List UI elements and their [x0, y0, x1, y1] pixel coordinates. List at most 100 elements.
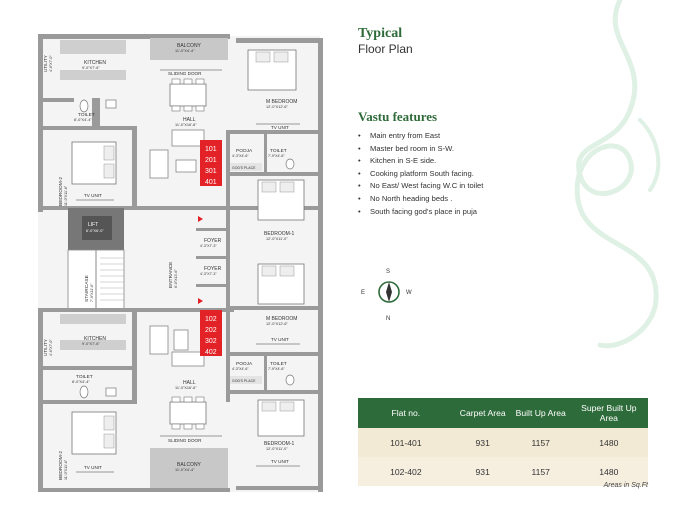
col-flat-no: Flat no. — [358, 398, 454, 428]
utility-dim-top: 4'-6"X7'-0" — [49, 55, 53, 72]
areas-note: Areas in Sq.Ft — [603, 482, 648, 489]
unit-102: 102 — [205, 316, 217, 323]
bed-bedroom1-bottom — [257, 399, 305, 437]
compass-w: W — [406, 290, 412, 296]
tv-unit-label-top-2: TV UNIT — [271, 125, 289, 130]
bedroom2-dim-bottom: 11'-0"X11'-6" — [64, 459, 68, 480]
staircase-label: STAIRCASE — [84, 275, 90, 302]
balcony-top-floor — [150, 38, 228, 60]
bedroom2-label-bottom: BEDROOM-2 — [58, 451, 64, 480]
pooja-dim-top: 4'-3"X4'-6" — [232, 154, 249, 158]
tv-unit-label-bottom-1: TV UNIT — [271, 337, 289, 342]
foyer2-label: FOYER — [204, 266, 222, 272]
gods-place-label-top: GOD'S PLACE — [232, 166, 256, 170]
kitchen-counter-bottom-2 — [60, 314, 126, 324]
unit-302: 302 — [205, 338, 217, 345]
entrance-dim: 6'-0"X13'-6" — [174, 269, 178, 288]
kitchen-dim-top: 9'-0"X7'-6" — [82, 66, 100, 70]
table-cell: 1480 — [569, 428, 648, 457]
lift-label: LIFT — [88, 222, 98, 228]
foyer1-dim: 4'-3"X7'-3" — [200, 244, 217, 248]
toilet-wc-top — [79, 99, 89, 113]
unit-numbers-bottom: 102 202 302 402 — [200, 310, 222, 356]
mbedroom-dim-bottom: 12'-0"X12'-6" — [266, 322, 289, 326]
bedroom2-dim-top: 11'-0"X11'-6" — [64, 185, 68, 206]
bedroom1-dim-top: 12'-0"X11'-0" — [266, 237, 288, 241]
unit-101: 101 — [205, 146, 217, 153]
bedroom1-label-bottom: BEDROOM-1 — [264, 441, 295, 447]
kitchen-counter-top-2 — [60, 70, 126, 80]
gods-place-top-box — [230, 163, 262, 171]
bed-mbedroom-top — [247, 49, 297, 91]
tv-unit-label-bottom-3: TV UNIT — [271, 459, 289, 464]
foyer1-label: FOYER — [204, 238, 222, 244]
hall-label-top: HALL — [183, 117, 196, 123]
bedroom1-dim-bottom: 12'-0"X11'-0" — [266, 447, 288, 451]
entry-arrow-icon-bottom — [198, 298, 203, 304]
toilet2-label-bottom: TOILET — [270, 361, 287, 367]
area-table: Flat no. Carpet Area Built Up Area Super… — [358, 398, 648, 486]
unit-201: 201 — [205, 157, 217, 164]
col-super-built-up-area: Super Built Up Area — [569, 398, 648, 428]
kitchen-counter-top — [60, 40, 126, 54]
page-subtitle: Floor Plan — [358, 42, 413, 56]
utility-dim-bottom: 4'-6"X7'-0" — [49, 339, 53, 356]
lift-dim: 6'-0"X6'-0" — [86, 229, 104, 233]
mbedroom-label-top: M BEDROOM — [266, 99, 297, 105]
compass-n: N — [386, 316, 390, 322]
col-carpet-area: Carpet Area — [453, 398, 512, 428]
bed-bedroom2-top — [71, 141, 117, 185]
table-header-row: Flat no. Carpet Area Built Up Area Super… — [358, 398, 648, 428]
dining-table-bottom — [169, 396, 207, 430]
floor-plan: UTILITY 4'-6"X7'-0" KITCHEN 9'-0"X7'-6" … — [38, 34, 323, 492]
table-cell: 1157 — [511, 457, 570, 486]
list-item: Master bed room in S-W. — [358, 143, 483, 156]
table-cell: 1157 — [511, 428, 570, 457]
info-panel: Typical Floor Plan Vastu features Main e… — [340, 0, 674, 508]
kitchen-label-bottom: KITCHEN — [84, 336, 106, 342]
gods-place-bottom-box — [230, 376, 262, 384]
sliding-door-label-bottom: SLIDING DOOR — [168, 438, 202, 443]
bed-bedroom1-top — [257, 179, 305, 221]
pooja-label-top: POOJA — [236, 148, 253, 154]
unit-numbers-top: 101 201 301 401 — [200, 140, 222, 186]
lift-shaft — [82, 216, 112, 240]
hall-dim-top: 11'-0"X16'-6" — [175, 123, 197, 127]
utility-label-bottom: UTILITY — [43, 339, 48, 356]
list-item: Kitchen in S-E side. — [358, 155, 483, 168]
table-row: 101-401 931 1157 1480 — [358, 428, 648, 457]
toilet2-wc-top — [285, 158, 295, 170]
dining-table-top — [169, 78, 207, 112]
toilet2-dim-top: 7'-9"X4'-6" — [268, 154, 285, 158]
hall-label-bottom: HALL — [183, 380, 196, 386]
kitchen-label-top: KITCHEN — [84, 60, 106, 66]
bed-mbedroom-bottom — [257, 263, 305, 305]
gods-place-label-bottom: GOD'S PLACE — [232, 379, 256, 383]
bedroom2-label-top: BEDROOM-2 — [58, 177, 64, 206]
utility-label-top: UTILITY — [43, 55, 48, 72]
toilet1-label-top: TOILET — [78, 112, 95, 118]
unit-301: 301 — [205, 168, 217, 175]
staircase-dim: 7'-9"X11'-6" — [90, 283, 94, 302]
mbedroom-dim-top: 12'-0"X12'-6" — [266, 105, 289, 109]
vastu-heading: Vastu features — [358, 109, 438, 124]
unit-202: 202 — [205, 327, 217, 334]
list-item: Main entry from East — [358, 130, 483, 143]
walls-bottom — [38, 218, 323, 492]
balcony-bottom-floor — [150, 448, 228, 488]
list-item: No East/ West facing W.C in toilet — [358, 180, 483, 193]
foyer2-dim: 4'-3"X7'-3" — [200, 272, 217, 276]
list-item: South facing god's place in puja — [358, 206, 483, 219]
toilet-basin-top — [105, 99, 117, 109]
kitchen-counter-bottom — [60, 340, 126, 350]
pooja-label-bottom: POOJA — [236, 361, 253, 367]
page-title: Typical — [358, 26, 403, 41]
unit-402: 402 — [205, 349, 217, 356]
hall-dim-bottom: 11'-0"X16'-6" — [175, 386, 197, 390]
vastu-list: Main entry from East Master bed room in … — [358, 130, 483, 218]
pooja-dim-bottom: 4'-3"X4'-6" — [232, 367, 249, 371]
unit-401: 401 — [205, 179, 217, 186]
sofa-set-bottom — [149, 325, 205, 367]
table-cell: 101-401 — [358, 428, 454, 457]
compass-icon: S N E W — [361, 269, 412, 322]
